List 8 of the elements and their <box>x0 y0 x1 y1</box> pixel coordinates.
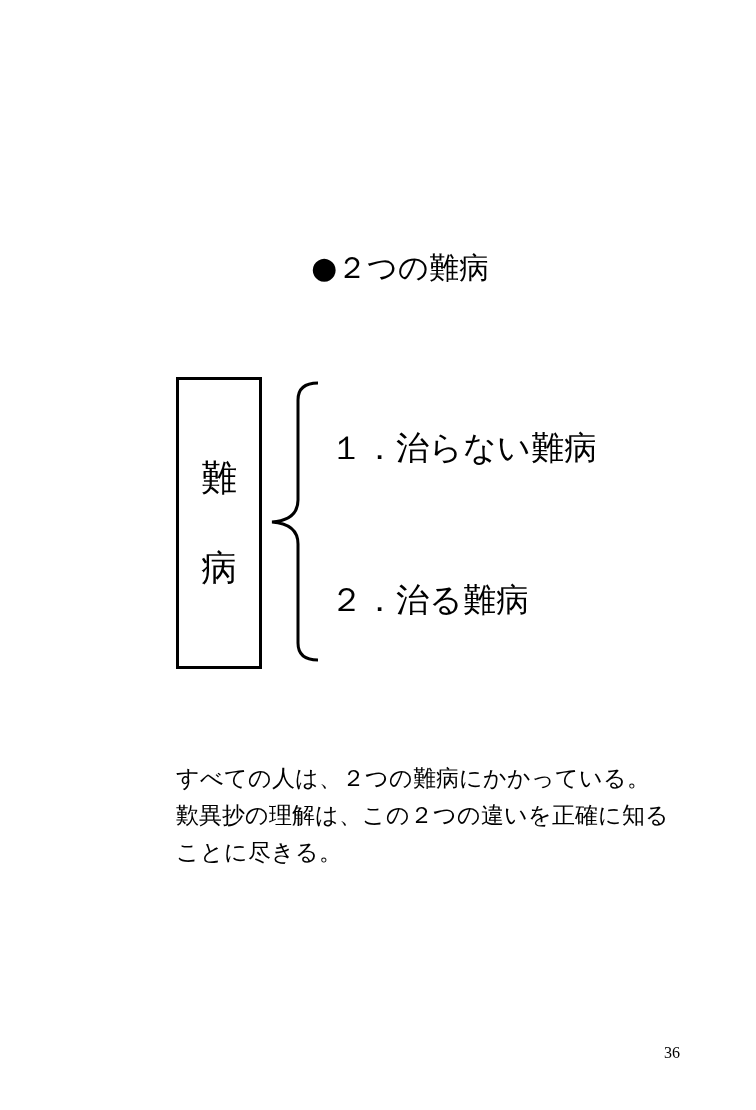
list-item: １．治らない難病 <box>330 427 597 469</box>
sentence: 歎異抄の理解は、この２つの違いを正確に知ることに尽きる。 <box>176 801 670 867</box>
term-text: 難病 <box>201 456 237 590</box>
list-item: ２．治る難病 <box>330 579 529 621</box>
term-box <box>176 377 262 669</box>
sentence: すべての人は、２つの難病にかかっている。 <box>176 764 651 793</box>
heading: ●２つの難病 <box>309 249 491 287</box>
page-number: 36 <box>663 1044 680 1062</box>
